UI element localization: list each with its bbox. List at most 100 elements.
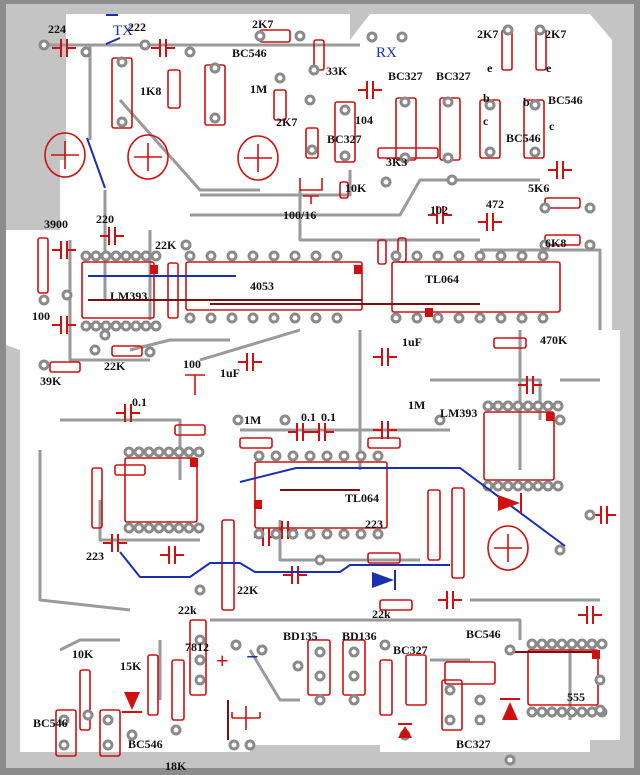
component-label: 2K7 [477,27,498,41]
pad [289,312,301,324]
pad [434,414,446,426]
pad [446,174,458,186]
pad [512,480,524,492]
pad [253,450,265,462]
pad [140,250,152,262]
component-label: 224 [48,22,66,36]
pad [442,96,454,108]
pad [399,96,411,108]
capacitor [160,546,184,564]
component-label: 223 [86,549,104,563]
pad [116,56,128,68]
pad [552,400,564,412]
trimmer-potentiometer [487,525,529,571]
pad [58,739,70,751]
component-label: 1M [244,413,261,427]
pad [133,522,145,534]
capacitor [478,213,502,231]
pad [173,446,185,458]
pad [292,660,304,672]
electrolytic-capacitor [299,178,323,204]
trace [38,450,131,612]
pad [512,400,524,412]
polarity-minus: − [246,644,259,669]
component-label: 1M [250,82,267,96]
pad [306,144,318,156]
pad [133,446,145,458]
pad [504,644,516,656]
component-label: c [483,114,489,128]
pad [536,638,548,650]
resistor [91,467,103,529]
pad [339,150,351,162]
component-label: BC546 [548,93,583,107]
resistor [377,239,387,265]
pad [279,414,291,426]
transistor-bc327 [334,101,356,163]
component-label: 0.1 [321,410,336,424]
components [37,29,616,757]
component-label: LM393 [110,289,147,303]
ic-lm393-2 [483,411,555,481]
component-label: b [483,91,490,105]
capacitor [273,521,297,539]
trace [210,618,522,640]
pad [294,30,306,42]
component-label: 2K7 [545,27,566,41]
pad [150,320,162,332]
pad [144,346,156,358]
component-label: 2K7 [252,17,273,31]
pad [274,72,286,84]
pad [331,250,343,262]
pad [116,116,128,128]
pad [247,312,259,324]
pad [539,202,551,214]
pad [102,714,114,726]
resistor [167,262,179,319]
pad [529,99,541,111]
component-label: 1K8 [140,84,161,98]
pad [270,450,282,462]
component-label: 22K [155,238,177,252]
pad [194,584,206,596]
electrolytic-capacitor [185,374,205,395]
ic-lm393-1 [81,261,155,319]
resistor [111,345,143,357]
pad [153,446,165,458]
pad [184,250,196,262]
pad [310,312,322,324]
capacitor [100,227,124,245]
pad [474,312,486,324]
pad [542,400,554,412]
trace [59,638,120,652]
pad [80,250,92,262]
component-label: 470K [540,333,568,347]
pad [372,528,384,540]
component-label: 6K8 [545,236,566,250]
component-label: BC327 [393,643,428,657]
capacitor [373,421,397,439]
component-label: 0.1 [301,410,316,424]
resistor [37,237,49,294]
pad [183,446,195,458]
pad [100,250,112,262]
pad [331,312,343,324]
pad [411,312,423,324]
pad [194,674,206,686]
trimmer-potentiometer [237,135,279,181]
resistor [49,361,81,373]
trimmer-potentiometer [44,132,86,178]
component-label: BC546 [506,131,541,145]
pad [253,528,265,540]
component-label: 555 [567,690,585,704]
pad [183,522,195,534]
pad [80,320,92,332]
trimmer-potentiometer [127,134,169,180]
resistor [171,659,185,721]
component-label: TL064 [425,272,459,286]
pad [110,320,122,332]
component-label: 104 [355,113,373,127]
component-label: BD135 [283,629,318,643]
pad [380,176,392,188]
pad [355,528,367,540]
